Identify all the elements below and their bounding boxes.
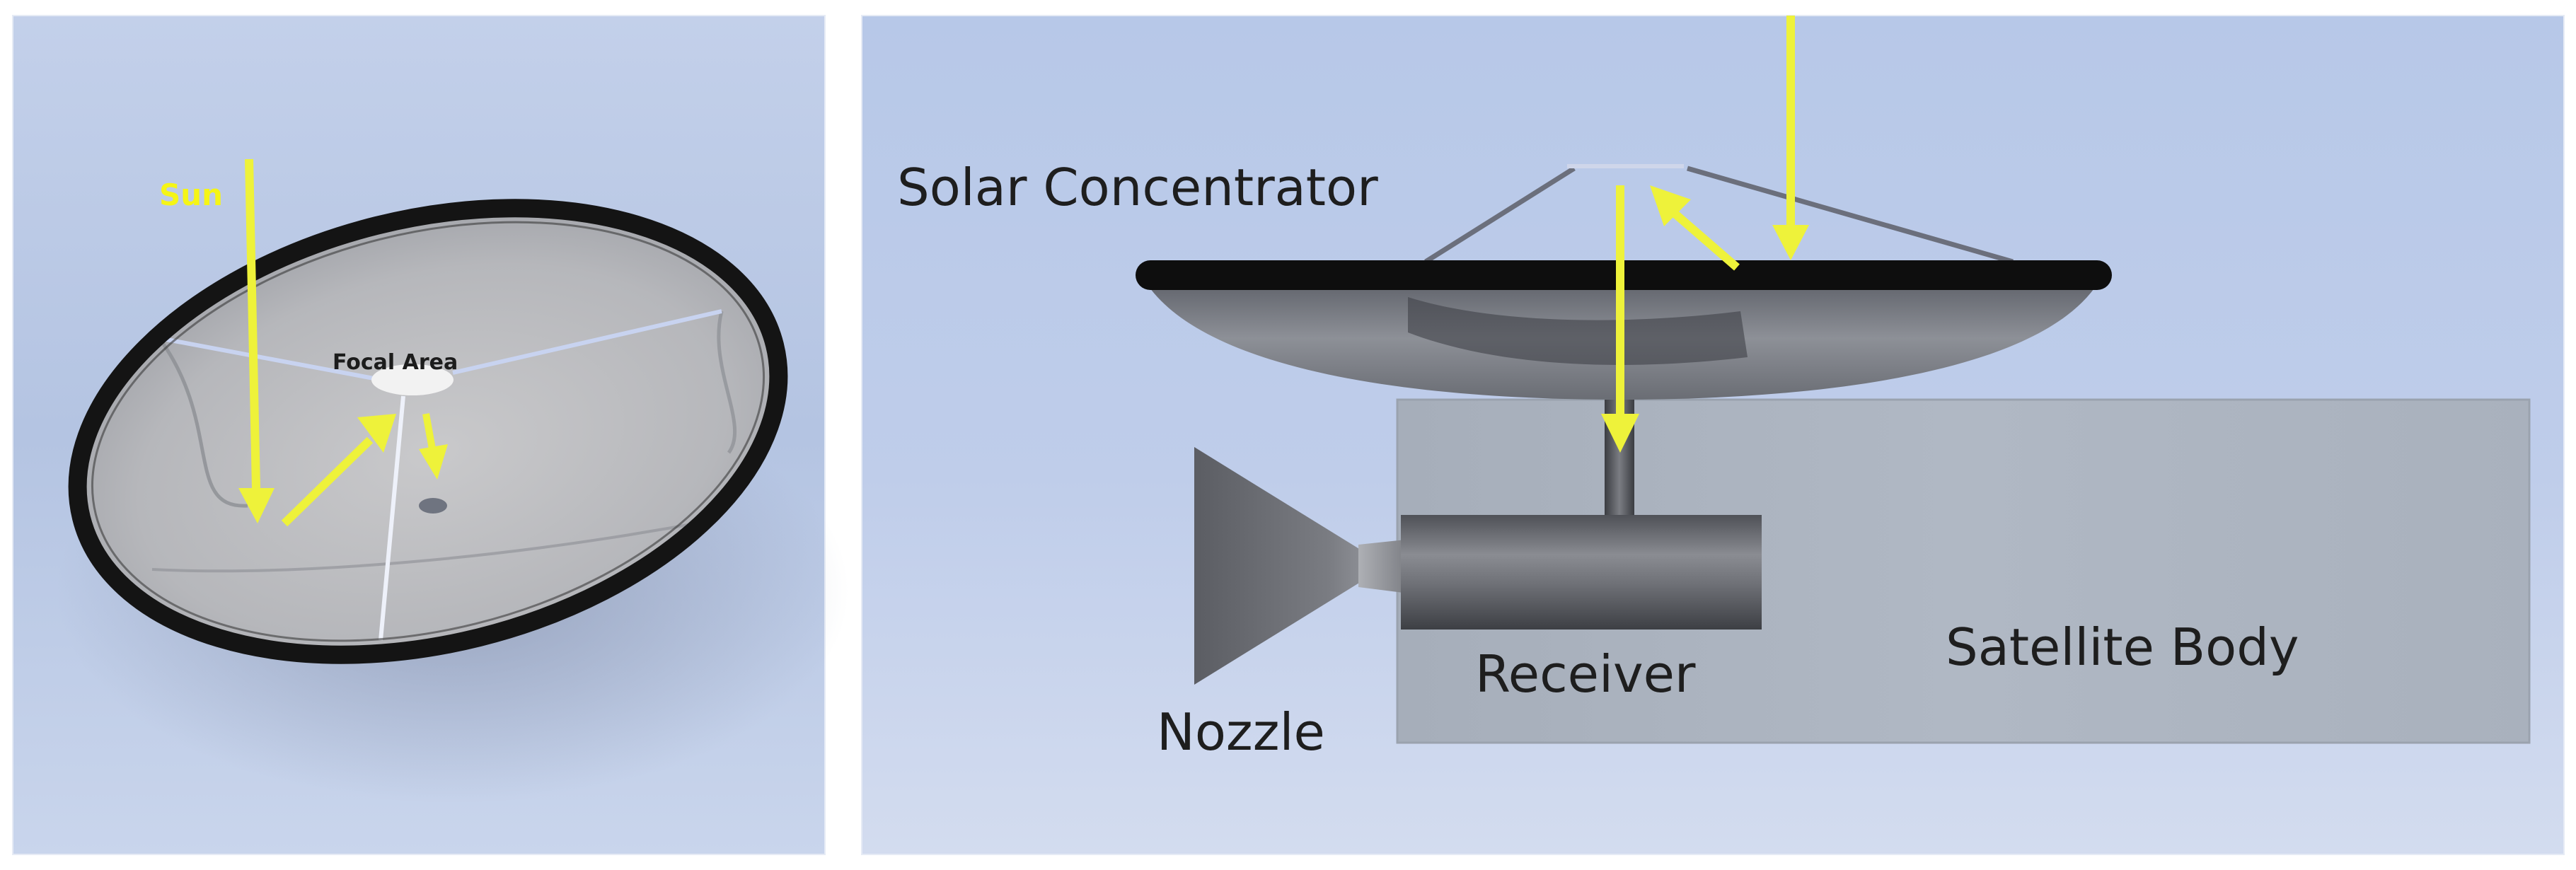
strut-right [452, 309, 722, 375]
sun-ray-reflected-head [357, 414, 396, 453]
sun-ray-incoming-head [1772, 225, 1809, 260]
sun-ray-incoming [245, 158, 260, 489]
focal-area-label: Focal Area [333, 350, 458, 375]
strut-bottom [379, 395, 405, 641]
nozzle-label: Nozzle [1157, 702, 1325, 762]
solar-concentrator-label: Solar Concentrator [897, 158, 1378, 217]
membrane-fold-bottom [151, 518, 715, 573]
focal-spot [371, 364, 454, 395]
sun-rays-left [238, 158, 448, 527]
frame-strut-right [1687, 166, 2014, 265]
membrane-fold-left [157, 337, 248, 508]
receiver-spot [419, 498, 447, 514]
satellite-body-label: Satellite Body [1946, 617, 2299, 677]
dish-rim [68, 199, 788, 664]
sun-label: Sun [159, 178, 223, 212]
sun-ray-incoming-head [238, 488, 275, 523]
right-panel: Solar Concentrator Receiver Nozzle Satel… [861, 15, 2565, 855]
left-panel: Sun Focal Area [12, 15, 849, 855]
strut-left [158, 336, 393, 384]
concentrator-inner-shade [1408, 297, 1748, 365]
receiver-label: Receiver [1475, 644, 1696, 704]
frame-strut-left [1424, 166, 1576, 264]
nozzle-cone [1194, 447, 1387, 685]
sun-ray-to-receiver-head [1601, 414, 1639, 453]
sun-ray-reflected [1670, 209, 1740, 271]
dish-rim-inner-edge [91, 221, 765, 642]
sun-ray-reflected [281, 436, 374, 527]
sun-rays-right [1601, 16, 1809, 453]
sun-ray-reflected-head [1650, 185, 1691, 226]
sun-ray-to-target-head [419, 444, 448, 480]
membrane-fold-right [717, 311, 737, 454]
sun-ray-to-target [422, 413, 437, 453]
receiver-cylinder [1401, 515, 1762, 630]
